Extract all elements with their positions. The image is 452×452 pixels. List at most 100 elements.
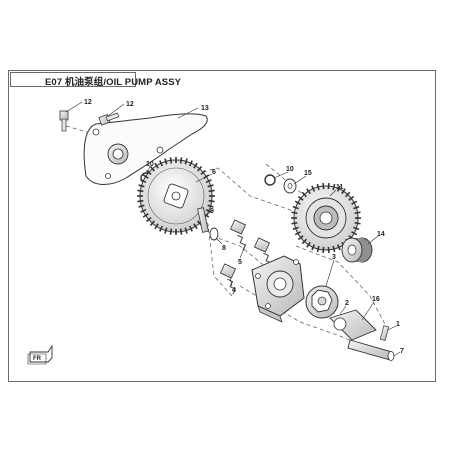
bearing-14: [341, 237, 373, 263]
gear-tooth: [159, 225, 164, 232]
gear-tooth: [197, 166, 203, 172]
gear-tooth: [336, 244, 341, 251]
gear-tooth: [353, 205, 360, 210]
callout-16: 16: [372, 296, 380, 303]
gear-tooth: [301, 191, 307, 198]
callout-3: 3: [332, 254, 336, 261]
front-direction-badge: FR: [27, 344, 53, 365]
cover-plate-13: [83, 113, 208, 185]
bolt-12b: [98, 112, 120, 126]
title-box: [10, 72, 136, 87]
gear-tooth: [294, 200, 301, 205]
pump-body: [251, 255, 305, 323]
gear-tooth: [336, 185, 341, 192]
gear-tooth: [154, 223, 159, 230]
gear-tooth: [137, 189, 144, 193]
gear-tooth: [188, 225, 193, 232]
gear-tooth: [179, 157, 183, 164]
gear-tooth: [208, 199, 215, 203]
callout-13: 13: [201, 105, 209, 112]
drive-gear-6: [137, 157, 215, 235]
gear-tooth: [146, 169, 152, 175]
callout-4: 4: [232, 287, 236, 294]
callout-9: 9: [210, 208, 214, 215]
circlip-10b: [264, 174, 276, 186]
gear-tooth: [200, 169, 206, 175]
gear-tooth: [354, 221, 361, 225]
gear-tooth: [149, 166, 155, 172]
gear-tooth: [291, 211, 298, 215]
callout-12a: 12: [84, 99, 92, 106]
gear-tooth: [193, 223, 198, 230]
callout-8: 8: [222, 245, 226, 252]
gear-tooth: [353, 226, 360, 231]
callout-15: 15: [304, 170, 312, 177]
gear-tooth: [205, 208, 212, 213]
callout-leaders: [65, 101, 401, 357]
callout-7: 7: [400, 348, 404, 355]
washer-8: [209, 227, 219, 241]
gear-tooth: [205, 179, 212, 184]
gear-tooth: [316, 245, 320, 253]
gear-tooth: [169, 228, 173, 235]
gear-tooth: [306, 241, 311, 248]
gear-tooth: [348, 195, 355, 201]
gear-tooth: [332, 183, 336, 191]
gear-tooth: [351, 231, 358, 236]
gear-tooth: [179, 228, 183, 235]
gear-tooth: [193, 162, 198, 169]
pin-1: [379, 325, 390, 341]
gear-tooth: [351, 200, 358, 205]
callout-6: 6: [212, 169, 216, 176]
gear-tooth: [345, 191, 351, 198]
gear-tooth: [146, 217, 152, 223]
gear-tooth: [332, 245, 336, 253]
gear-tooth: [354, 211, 361, 215]
diagram-title: E07 机油泵组/OIL PUMP ASSY: [45, 77, 182, 88]
gear-tooth: [184, 158, 188, 165]
gear-tooth: [301, 238, 307, 245]
callout-10a: 10: [146, 161, 154, 168]
callout-2: 2: [345, 300, 349, 307]
fr-badge-label: FR: [33, 356, 42, 362]
gear-tooth: [138, 204, 145, 208]
gear-tooth: [292, 226, 299, 231]
gear-tooth: [137, 199, 144, 203]
gear-tooth: [208, 189, 215, 193]
gear-tooth: [297, 195, 304, 201]
bolt-5a: [229, 219, 247, 251]
gear-tooth: [292, 205, 299, 210]
gear-tooth: [341, 188, 346, 195]
bolt-12a: [59, 110, 69, 132]
washer-15: [283, 178, 297, 194]
gear-tooth: [138, 184, 145, 188]
gear-tooth: [164, 227, 168, 234]
gear-tooth: [188, 160, 193, 167]
gear-tooth: [207, 184, 214, 188]
gear-tooth: [140, 208, 147, 213]
bolt-4: [219, 263, 237, 295]
callout-5: 5: [238, 259, 242, 266]
shaft-7: [347, 339, 395, 361]
gear-tooth: [294, 231, 301, 236]
gear-tooth: [184, 227, 188, 234]
gear-tooth: [159, 160, 164, 167]
callout-labels: 12 13 12 10 6 9 8 5 4 10 15 11 14 3 2 16…: [84, 99, 404, 355]
gear-tooth: [154, 162, 159, 169]
gear-tooth: [316, 183, 320, 191]
pin-9: [197, 207, 209, 233]
gear-tooth: [140, 179, 147, 184]
gear-tooth: [291, 221, 298, 225]
gear-tooth: [149, 220, 155, 226]
shaft-2: [329, 309, 377, 341]
callout-1: 1: [396, 321, 400, 328]
outer-rotor-3: [305, 285, 339, 319]
gear-tooth: [142, 174, 149, 179]
diagram-frame: [8, 70, 436, 382]
gear-tooth: [306, 188, 311, 195]
callout-10b: 10: [286, 166, 294, 173]
gear-tooth: [311, 244, 316, 251]
gear-tooth: [297, 235, 304, 241]
